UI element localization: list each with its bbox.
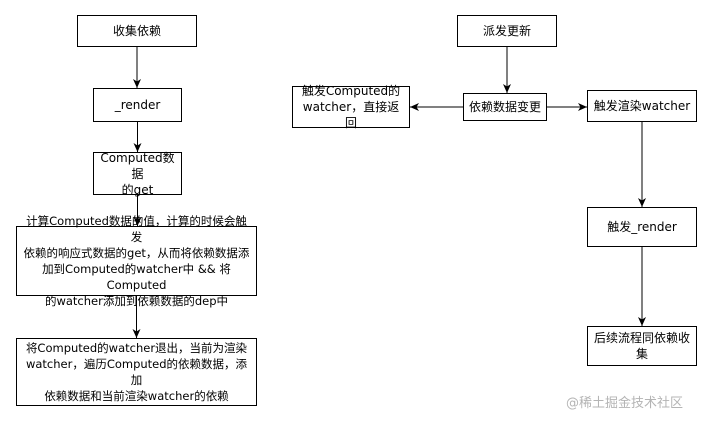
node-computed-get: Computed数据 的get <box>93 151 182 197</box>
node-trigger-computed-watcher: 触发Computed的 watcher，直接返回 <box>292 84 410 130</box>
node-collect-dependencies: 收集依赖 <box>77 15 197 47</box>
node-trigger-render-watcher: 触发渲染watcher <box>587 90 697 122</box>
node-dependency-change: 依赖数据变更 <box>463 93 547 121</box>
node-render: _render <box>93 88 182 122</box>
node-trigger-render: 触发_render <box>587 207 697 247</box>
node-dispatch-update: 派发更新 <box>457 15 557 47</box>
node-exit-computed-watcher: 将Computed的watcher退出，当前为渲染 watcher，遍历Comp… <box>16 338 257 406</box>
node-follow-up-flow: 后续流程同依赖收集 <box>587 326 697 366</box>
node-compute-value: 计算Computed数据的值，计算的时候会触发 依赖的响应式数据的get，从而将… <box>16 214 257 308</box>
watermark: @稀土掘金技术社区 <box>566 396 684 411</box>
